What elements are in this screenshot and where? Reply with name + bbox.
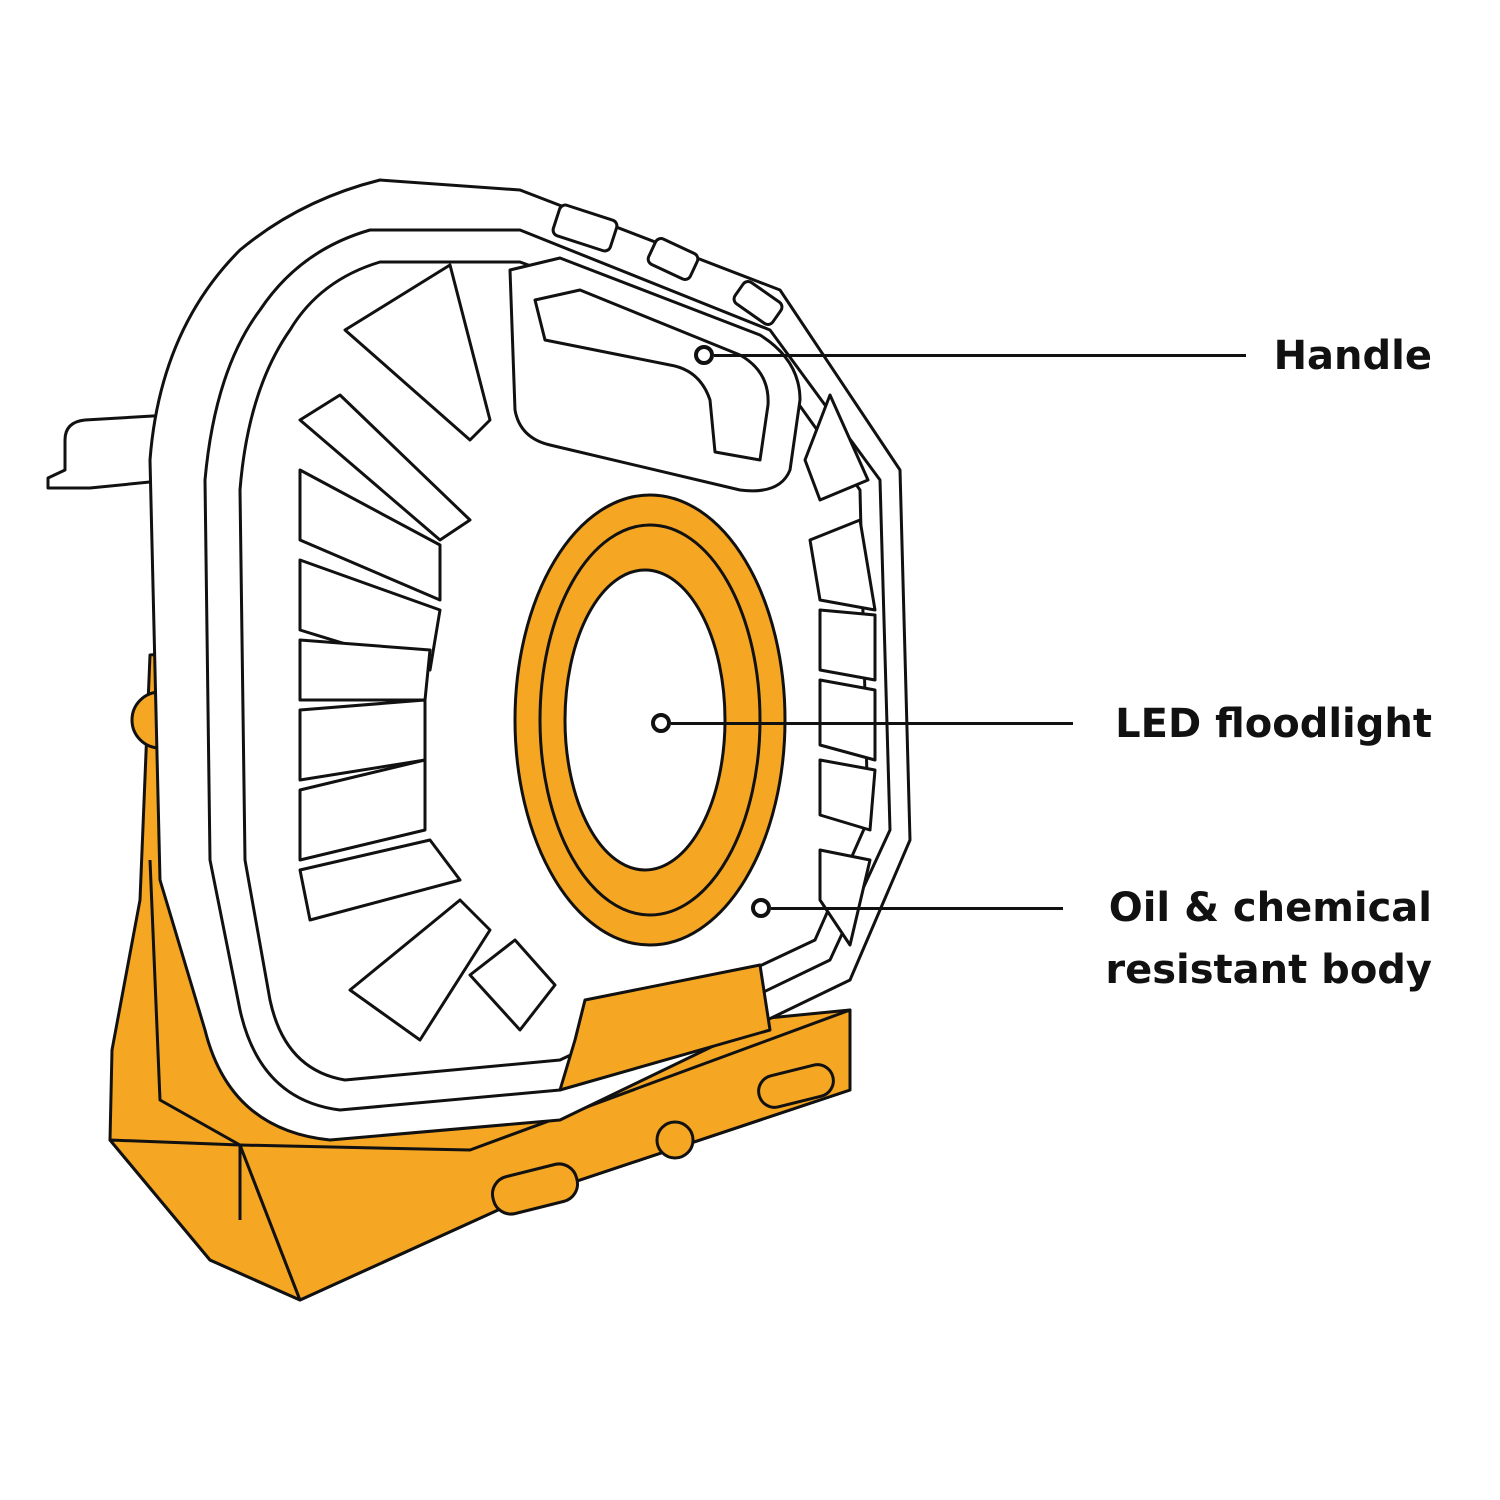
right-fins [803,393,877,947]
body-label-line1: Oil & chemical [1108,885,1432,931]
body-label-line2: resistant body [1105,947,1432,993]
bottom-yellow-panel [558,963,772,1092]
top-button-2 [646,237,700,281]
stand-edge [148,859,242,1220]
led-lens [563,568,727,872]
housing-inner-rim [238,260,870,1082]
body-callout-line [771,907,1063,910]
led-ring-inner-edge [538,523,762,917]
body-callout-dot [751,898,771,918]
bottom-left-fin [468,938,557,1032]
led-callout-dot [651,713,671,733]
handle-grip [533,288,770,462]
top-button-1 [551,203,619,253]
led-callout-line [671,722,1073,725]
led-floodlight-label: LED floodlight [1115,701,1432,747]
base-slot-right [757,1063,835,1109]
handle-callout-line [714,354,1246,357]
left-fins [298,263,492,1042]
lamp-housing [148,178,912,1142]
base-knob [655,1120,695,1160]
handle-label: Handle [1273,333,1432,379]
handle-callout-dot [694,345,714,365]
hanging-hook [46,413,171,490]
base-stand-side-rail [238,1008,852,1302]
base-slot-left [491,1162,579,1216]
top-button-3 [732,280,784,326]
base-stand [108,648,852,1302]
